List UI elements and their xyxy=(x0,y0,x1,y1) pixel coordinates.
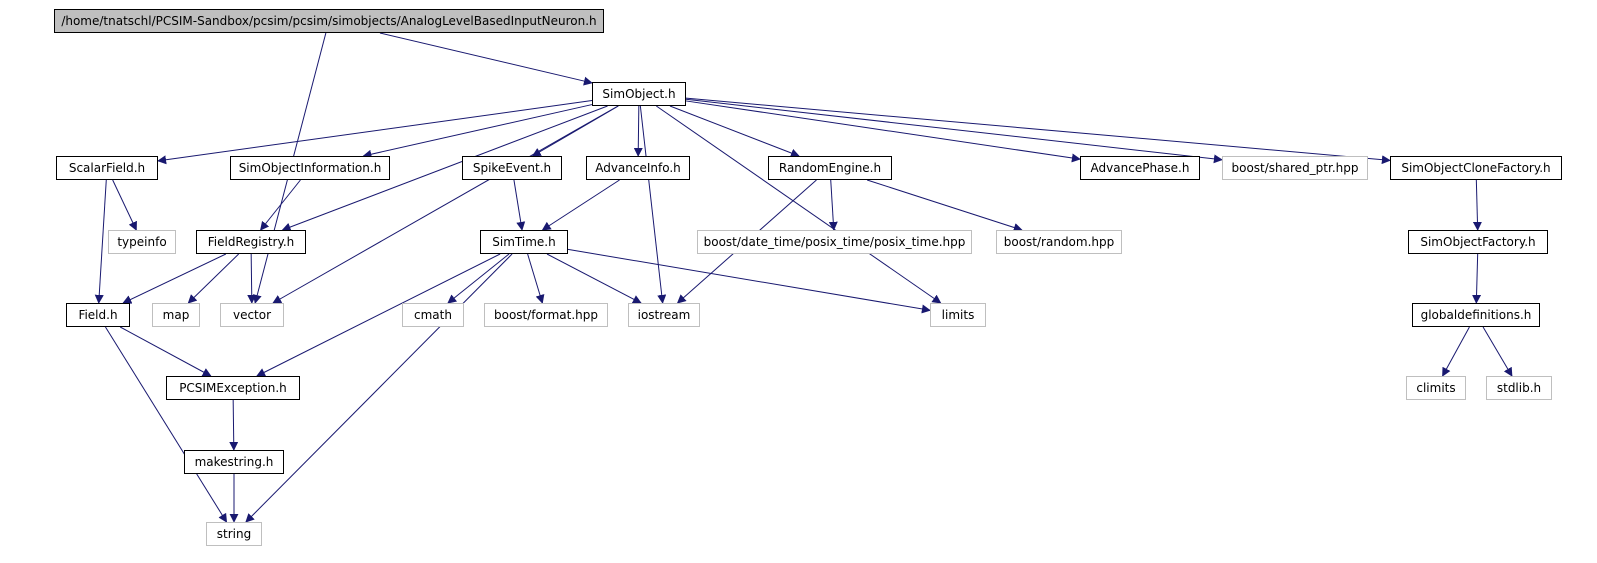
node-typeinfo[interactable]: typeinfo xyxy=(108,230,176,254)
node-limits[interactable]: limits xyxy=(930,303,986,327)
edge-globaldefs-to-climits xyxy=(1442,326,1470,377)
node-objfactory[interactable]: SimObjectFactory.h xyxy=(1408,230,1548,254)
node-clonefactory[interactable]: SimObjectCloneFactory.h xyxy=(1390,156,1562,180)
node-root[interactable]: /home/tnatschl/PCSIM-Sandbox/pcsim/pcsim… xyxy=(54,9,604,33)
node-simobject[interactable]: SimObject.h xyxy=(592,82,686,106)
edge-randomengine-to-random xyxy=(866,179,1023,232)
edge-simtime-to-pcsimexc xyxy=(256,253,501,377)
edge-spikeevent-to-simtime xyxy=(513,179,526,231)
edge-clonefactory-to-objfactory xyxy=(1472,179,1482,231)
node-randomengine[interactable]: RandomEngine.h xyxy=(768,156,892,180)
node-simtime[interactable]: SimTime.h xyxy=(480,230,568,254)
edge-simobject-to-advanceinfo xyxy=(633,105,643,157)
node-cmath[interactable]: cmath xyxy=(402,303,464,327)
node-spikeevent[interactable]: SpikeEvent.h xyxy=(462,156,562,180)
edge-simobject-to-simobjinfo xyxy=(362,104,593,159)
node-stdlib[interactable]: stdlib.h xyxy=(1486,376,1552,400)
edge-objfactory-to-globaldefs xyxy=(1472,253,1482,304)
edge-simobject-to-advancephase xyxy=(685,100,1081,163)
edge-simobject-to-iostream xyxy=(639,105,667,304)
node-scalarfield[interactable]: ScalarField.h xyxy=(56,156,158,180)
node-simobjinfo[interactable]: SimObjectInformation.h xyxy=(230,156,390,180)
edge-simtime-to-string xyxy=(245,253,513,523)
node-advancephase[interactable]: AdvancePhase.h xyxy=(1080,156,1200,180)
node-advanceinfo[interactable]: AdvanceInfo.h xyxy=(586,156,690,180)
edge-simobjinfo-to-fieldregistry xyxy=(260,179,301,231)
edge-simtime-to-format xyxy=(527,253,545,304)
edge-fieldregistry-to-vector xyxy=(247,253,257,304)
node-climits[interactable]: climits xyxy=(1406,376,1466,400)
node-format[interactable]: boost/format.hpp xyxy=(484,303,608,327)
edge-randomengine-to-posixtime xyxy=(828,179,838,231)
node-fieldregistry[interactable]: FieldRegistry.h xyxy=(196,230,306,254)
node-string[interactable]: string xyxy=(206,522,262,546)
edge-simobject-to-limits xyxy=(656,105,942,304)
node-globaldefs[interactable]: globaldefinitions.h xyxy=(1412,303,1540,327)
node-makestring[interactable]: makestring.h xyxy=(184,450,284,474)
node-iostream[interactable]: iostream xyxy=(628,303,700,327)
edge-scalarfield-to-field xyxy=(94,179,107,304)
edge-simobject-to-vector xyxy=(272,105,619,304)
edge-globaldefs-to-stdlib xyxy=(1482,326,1513,377)
node-field[interactable]: Field.h xyxy=(66,303,130,327)
edge-fieldregistry-to-map xyxy=(187,253,240,304)
edge-field-to-pcsimexc xyxy=(119,326,212,377)
edge-field-to-string xyxy=(105,326,228,523)
node-posixtime[interactable]: boost/date_time/posix_time/posix_time.hp… xyxy=(697,230,972,254)
edge-simtime-to-limits xyxy=(567,248,931,314)
node-map[interactable]: map xyxy=(152,303,200,327)
edge-simobject-to-scalarfield xyxy=(157,100,593,165)
edge-simobject-to-spikeevent xyxy=(531,105,619,157)
node-sharedptr[interactable]: boost/shared_ptr.hpp xyxy=(1222,156,1368,180)
edge-scalarfield-to-typeinfo xyxy=(112,179,137,231)
edge-advanceinfo-to-simtime xyxy=(541,179,620,231)
node-pcsimexc[interactable]: PCSIMException.h xyxy=(166,376,300,400)
edge-simobject-to-clonefactory xyxy=(685,97,1391,165)
node-random[interactable]: boost/random.hpp xyxy=(996,230,1122,254)
edge-simtime-to-iostream xyxy=(546,253,642,304)
edge-simobject-to-randomengine xyxy=(669,105,800,158)
edge-pcsimexc-to-makestring xyxy=(229,399,239,451)
edge-simtime-to-cmath xyxy=(447,253,510,304)
edge-simobject-to-fieldregistry xyxy=(281,105,608,232)
edge-layer xyxy=(94,32,1513,523)
edge-root-to-simobject xyxy=(379,32,593,86)
edge-simobject-to-sharedptr xyxy=(685,98,1223,164)
edge-fieldregistry-to-field xyxy=(122,253,227,304)
node-vector[interactable]: vector xyxy=(220,303,284,327)
